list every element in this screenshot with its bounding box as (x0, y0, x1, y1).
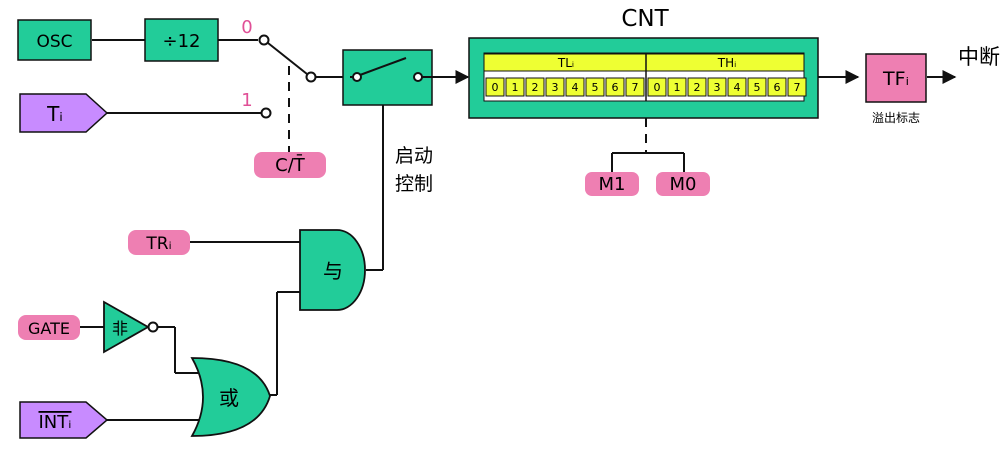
tl-bit-cell (545, 77, 565, 97)
tl-bit-cell (485, 77, 505, 97)
ct-control-label: C/T̄ (275, 154, 306, 176)
or-gate: 或 (190, 357, 271, 437)
m1-label: M1 (599, 174, 626, 195)
tl-bit-label: 1 (512, 81, 519, 94)
tri-input-badge: TRᵢ (128, 230, 190, 255)
th-bit-cell (727, 77, 747, 97)
overflow-flag-caption: 溢出标志 (872, 111, 920, 125)
th-bit-label: 3 (714, 81, 721, 94)
tl-label: TLᵢ (557, 56, 574, 70)
osc-label: OSC (36, 32, 72, 52)
tl-bit-cell (565, 77, 585, 97)
th-bit-cell (767, 77, 787, 97)
th-label: THᵢ (717, 56, 737, 70)
m1-badge (585, 172, 639, 196)
th-bit-cell (647, 77, 667, 97)
tl-bit-label: 0 (492, 81, 499, 94)
tl-bit-label: 5 (592, 81, 599, 94)
tl-bit-label: 4 (572, 81, 579, 94)
tf-flag-block: TFᵢ 溢出标志 (865, 53, 927, 125)
th-bit-label: 7 (794, 81, 801, 94)
tri-label: TRᵢ (145, 234, 171, 254)
control-dashes (288, 66, 647, 153)
int-label: INTᵢ (39, 412, 72, 433)
and-gate-label: 与 (323, 259, 343, 283)
th-bit-cell (687, 77, 707, 97)
ti-label: Tᵢ (46, 102, 63, 126)
not-gate: 非 (103, 300, 159, 354)
th-bit-cell (787, 77, 807, 97)
th-bit-label: 0 (654, 81, 661, 94)
switch-contact-1 (260, 107, 272, 119)
tl-bit-label: 6 (612, 81, 619, 94)
ti-input-block: Tᵢ (19, 93, 109, 133)
interrupt-label: 中断 (958, 45, 1000, 69)
not-gate-label: 非 (112, 319, 128, 338)
switch-blade (267, 42, 308, 75)
th-bit-label: 2 (694, 81, 701, 94)
switch-pivot (305, 71, 317, 83)
start-control-label-1: 启动 (395, 145, 433, 167)
divider-label: ÷12 (163, 31, 201, 52)
th-bit-cell (707, 77, 727, 97)
tl-bit-label: 7 (632, 81, 639, 94)
tl-bit-label: 3 (552, 81, 559, 94)
th-bit-label: 6 (774, 81, 781, 94)
tl-bit-cell (605, 77, 625, 97)
osc-block: OSC (17, 19, 92, 61)
divider-block: ÷12 (144, 18, 219, 62)
th-bit-cell (667, 77, 687, 97)
or-gate-label: 或 (219, 386, 239, 410)
th-bit-cell (747, 77, 767, 97)
and-gate: 与 (299, 229, 366, 311)
tl-bit-cell (585, 77, 605, 97)
m0-badge (656, 172, 710, 196)
switch-pos1-label: 1 (241, 90, 252, 111)
wires (80, 39, 957, 421)
tl-bit-cell (525, 77, 545, 97)
ct-control-badge (254, 152, 326, 178)
tl-bit-label: 2 (532, 81, 539, 94)
gate-input-badge: GATE (18, 315, 80, 340)
th-bit-label: 5 (754, 81, 761, 94)
tf-label: TFᵢ (882, 68, 909, 90)
switch-pos0-label: 0 (241, 17, 252, 38)
start-control-label-2: 控制 (395, 173, 433, 195)
tl-bit-cell (505, 77, 525, 97)
mode-bits: M1 M0 (585, 172, 710, 196)
start-switch-block (342, 49, 433, 106)
m0-label: M0 (670, 174, 697, 195)
th-bit-label: 1 (674, 81, 681, 94)
counter-title: CNT (621, 6, 669, 32)
gate-label: GATE (28, 319, 70, 338)
switch-contact-0 (258, 34, 270, 46)
th-bit-label: 4 (734, 81, 741, 94)
int-input-block: INTᵢ (19, 401, 109, 439)
tl-bit-cell (625, 77, 645, 97)
mode-selector-switch: 0 1 C/T̄ (241, 17, 326, 178)
